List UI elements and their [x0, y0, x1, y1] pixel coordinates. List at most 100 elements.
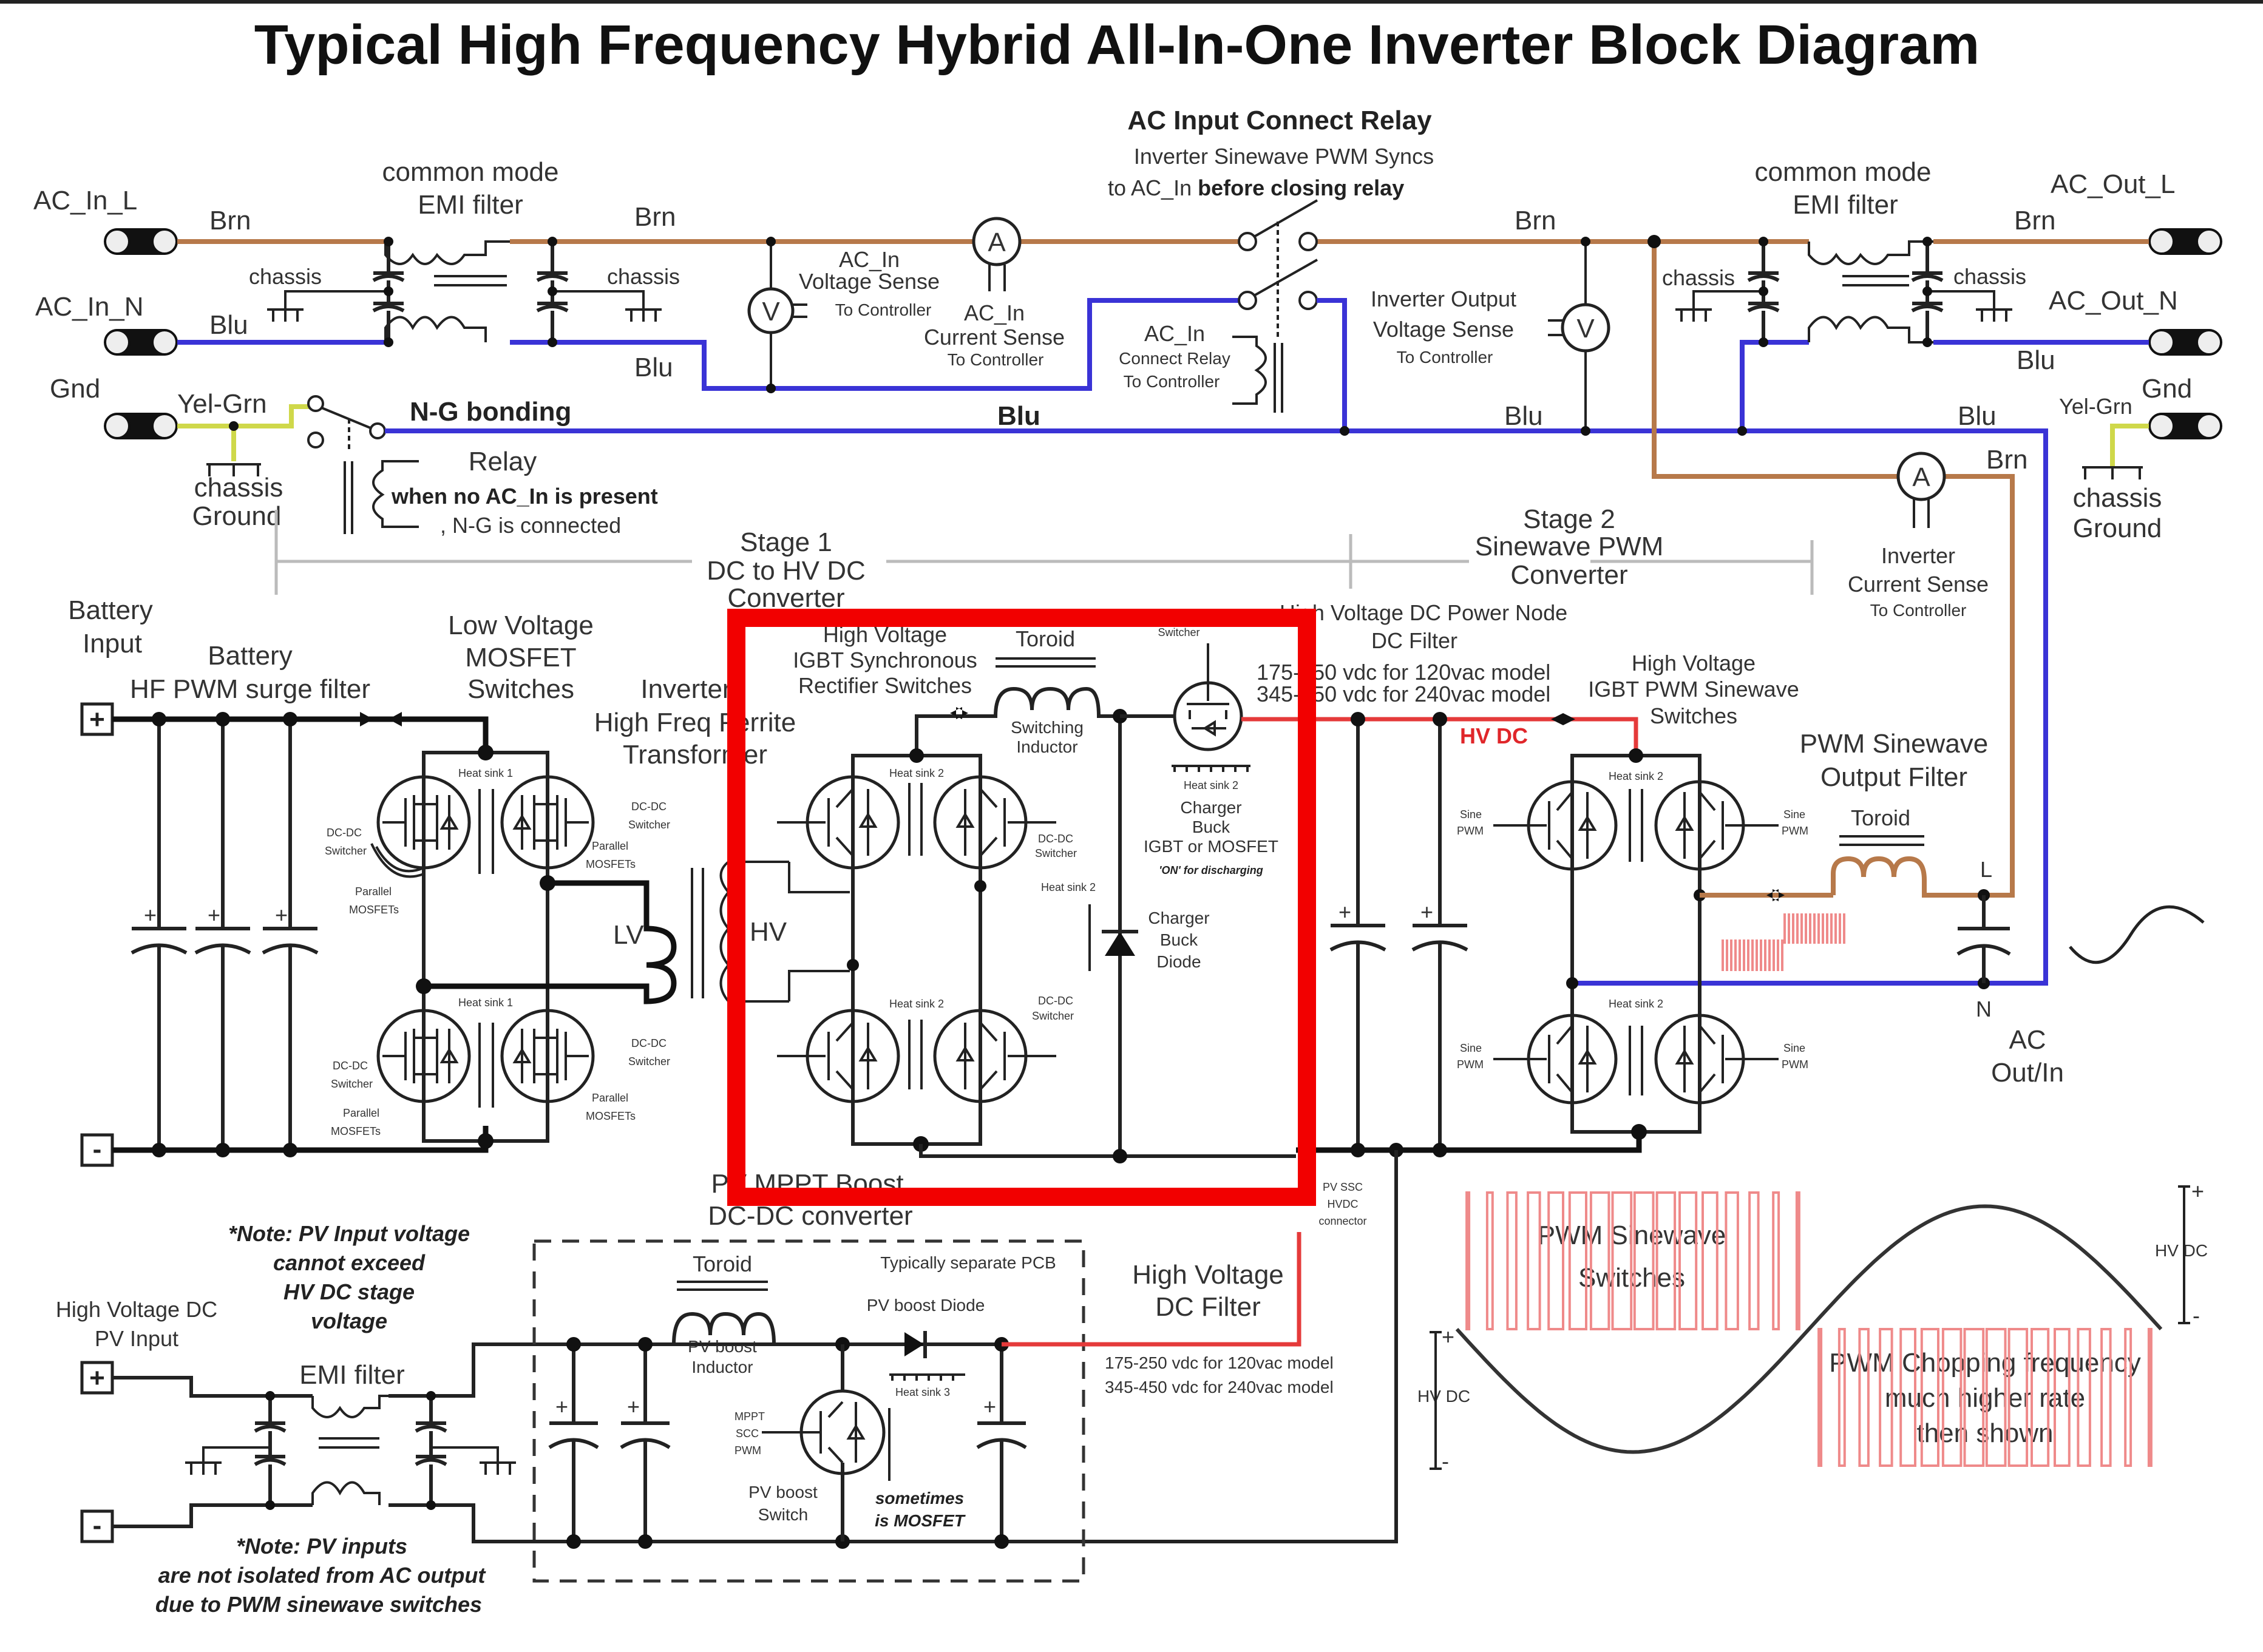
relay-note: when no AC_In is present: [391, 484, 658, 509]
current-sense-label: AC_In: [964, 300, 1025, 325]
chassis-ground-label: chassis: [194, 473, 283, 503]
bidirectional-arrow-icon: [360, 712, 402, 726]
heat-sink-icon: [1629, 789, 1643, 1095]
pwm-pulse: [1589, 1191, 1610, 1330]
switcher-label: DC-DC: [631, 1037, 667, 1049]
heat-sink-icon: [478, 789, 494, 1108]
bidirectional-arrow-icon: [1551, 713, 1575, 725]
charger-buck-label: IGBT or MOSFET: [1144, 837, 1278, 856]
ng-bonding-label: N-G bonding: [410, 397, 571, 427]
ac-relay-title: AC Input Connect Relay: [1127, 106, 1432, 135]
pwm-bridge-frame: [1570, 754, 1701, 1134]
heat-sink-label: Heat sink 2: [1609, 998, 1663, 1010]
output-l-label: L: [1980, 857, 1992, 882]
hv-pwm-title: High Voltage: [1632, 651, 1756, 675]
pv-boost-inductor-icon: [672, 1312, 776, 1345]
wire-label-yel-grn: Yel-Grn: [2059, 394, 2132, 419]
pwm-pulse: [1772, 1191, 1780, 1330]
terminal-icon: [2148, 329, 2222, 356]
igbt-icon: [1493, 780, 1618, 871]
hv-winding-wire: [788, 862, 850, 1001]
pwm-pulse: [2054, 1328, 2071, 1467]
ac-out-in-label: AC: [2009, 1025, 2046, 1055]
parallel-label: Parallel: [355, 885, 392, 898]
pv-wires: [112, 1150, 1398, 1543]
igbt-icon: [1493, 1014, 1618, 1105]
stage1-label: Converter: [727, 583, 844, 613]
ac-input-section: AC_In_L AC_In_N Gnd Brn Blu Brn Blu Yel-…: [33, 157, 1651, 439]
plus-symbol: +: [144, 902, 157, 927]
sine-pwm-label: PWM: [1782, 1058, 1808, 1071]
pwm-pulse: [1963, 1328, 1985, 1467]
sense-output-lines: [988, 265, 1006, 291]
pv-boost-diode-icon: [904, 1332, 924, 1356]
charger-section: Heat sink 2 Charger Buck Diode Switcher …: [1041, 626, 1278, 1163]
pwm-pulse: [2100, 1328, 2112, 1467]
sine-pwm-label: Sine: [1783, 808, 1805, 821]
current-sense-label: To Controller: [948, 350, 1044, 369]
pwm-pulse: [1879, 1328, 1893, 1467]
plus-symbol: +: [1442, 1324, 1454, 1349]
pwm-pulse: [1920, 1328, 1940, 1467]
sine-wave-icon: [2069, 905, 2205, 964]
pwm-pulse: [1633, 1191, 1655, 1330]
ammeter-icon: [972, 217, 1022, 266]
minus-symbol: -: [2193, 1303, 2200, 1328]
wire-label-blu: Blu: [1958, 401, 1997, 431]
sense-output-lines: [1913, 499, 1930, 528]
ammeter-symbol: A: [988, 228, 1006, 257]
pv-connector-label: PV SSC: [1323, 1181, 1363, 1193]
switcher-label: Switcher: [331, 1078, 373, 1090]
switcher-label: Switcher: [1032, 1010, 1074, 1022]
lv-mosfet-title: MOSFET: [465, 643, 576, 672]
battery-section: Battery Input Battery HF PWM surge filte…: [68, 595, 677, 1167]
pwm-pulse: [1858, 1328, 1870, 1467]
hv-rectifier-title: IGBT Synchronous: [793, 648, 977, 672]
dc-return-wire: [919, 1144, 1296, 1158]
voltage-sense-label: To Controller: [835, 300, 932, 319]
sense-output-lines: [1548, 319, 1562, 336]
terminal-icon: [104, 228, 178, 255]
output-filter-title: Output Filter: [1820, 762, 1967, 792]
bidirectional-arrow-icon: [950, 707, 968, 719]
pv-note: HV DC stage: [283, 1279, 415, 1304]
inverter-current-sense-label: To Controller: [1870, 601, 1967, 620]
wire-label-blu: Blu: [209, 310, 248, 340]
pcb-note: Typically separate PCB: [880, 1253, 1056, 1272]
emi-filter-label: EMI filter: [1793, 190, 1898, 220]
switcher-label: DC-DC: [327, 827, 362, 839]
plus-symbol: +: [983, 1394, 996, 1419]
hv-dc-filter-range: 345-450 vdc for 240vac model: [1105, 1378, 1334, 1396]
inverter-current-sense-label: Inverter: [1881, 543, 1955, 568]
pv-note: *Note: PV inputs: [236, 1534, 407, 1559]
pwm-pulse: [1985, 1328, 2007, 1467]
charger-buck-label: Buck: [1192, 818, 1230, 836]
igbt-icon: [933, 775, 1056, 870]
emi-filter-icon: [1675, 237, 2012, 436]
relay-switch-arm: [1254, 199, 1318, 238]
mosfet-icon: [1173, 643, 1243, 751]
lv-mosfet-title: Low Voltage: [448, 611, 594, 640]
output-filter-title: PWM Sinewave: [1800, 729, 1989, 759]
relay-note: , N-G is connected: [440, 513, 621, 538]
toroid-label: Toroid: [1016, 626, 1075, 651]
relay-label: Relay: [469, 447, 537, 476]
heat-sink-label: Heat sink 3: [895, 1386, 950, 1398]
voltmeter-icon: [747, 287, 795, 334]
chassis-ground-icon: [2082, 466, 2143, 479]
igbt-icon: [1654, 780, 1779, 871]
parallel-label: Parallel: [592, 1092, 628, 1104]
charger-buck-note: 'ON' for discharging: [1159, 864, 1263, 876]
battery-plus-terminal: [80, 702, 114, 736]
igbt-icon: [933, 1009, 1056, 1103]
relay-coil-icon: [1232, 336, 1283, 413]
charger-diode-label: Charger: [1148, 909, 1209, 927]
voltmeter-symbol: V: [1576, 314, 1595, 344]
stage1-label: Stage 1: [740, 527, 832, 557]
transformer-core-icon: [691, 868, 704, 998]
lv-bridge-frame: [422, 751, 549, 1143]
hv-dc-axis-label: HV DC: [1417, 1387, 1470, 1406]
parallel-label: MOSFETs: [586, 1110, 636, 1122]
mppt-label: PWM: [735, 1444, 761, 1457]
wire-label-blu: Blu: [997, 401, 1040, 431]
